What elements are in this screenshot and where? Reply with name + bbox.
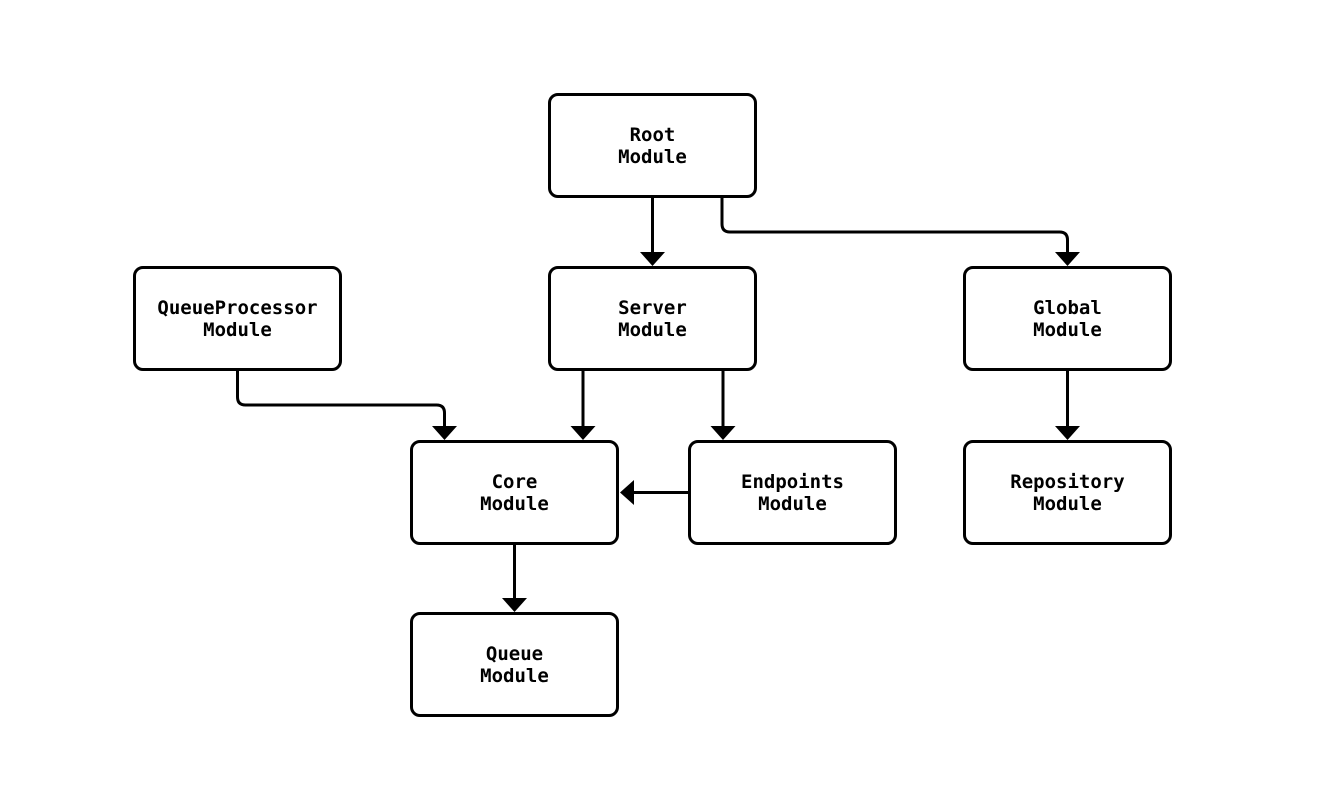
node-repository-module: Repository Module (963, 440, 1172, 545)
node-global-module-label: Global Module (1033, 296, 1102, 341)
edge-queueprocessor-to-core (236, 371, 457, 440)
edge-endpoints-to-core (620, 480, 688, 505)
node-core-module-label: Core Module (480, 470, 549, 515)
node-global-module: Global Module (963, 266, 1172, 371)
node-root-module: Root Module (548, 93, 757, 198)
arrowhead-down-icon (432, 426, 457, 440)
edge-server-to-endpoints (710, 371, 736, 440)
edge-core-to-queue (502, 545, 527, 612)
arrowhead-left-icon (620, 480, 634, 505)
node-server-module-label: Server Module (618, 296, 687, 341)
edge-root-to-server (640, 198, 665, 266)
edge-server-to-core (570, 371, 596, 440)
node-queueprocessor-module: QueueProcessor Module (133, 266, 342, 371)
node-queueprocessor-module-label: QueueProcessor Module (157, 296, 318, 341)
node-endpoints-module: Endpoints Module (688, 440, 897, 545)
node-server-module: Server Module (548, 266, 757, 371)
edge-root-to-global (720, 198, 1080, 266)
node-queue-module: Queue Module (410, 612, 619, 717)
node-queue-module-label: Queue Module (480, 642, 549, 687)
arrowhead-down-icon (1055, 426, 1080, 440)
arrowhead-down-icon (570, 426, 596, 440)
arrowhead-down-icon (502, 598, 527, 612)
arrowhead-down-icon (640, 252, 665, 266)
edge-global-to-repository (1055, 371, 1080, 440)
node-root-module-label: Root Module (618, 123, 687, 168)
node-core-module: Core Module (410, 440, 619, 545)
arrowhead-down-icon (710, 426, 736, 440)
node-repository-module-label: Repository Module (1010, 470, 1125, 515)
node-endpoints-module-label: Endpoints Module (741, 470, 844, 515)
arrowhead-down-icon (1055, 252, 1080, 266)
